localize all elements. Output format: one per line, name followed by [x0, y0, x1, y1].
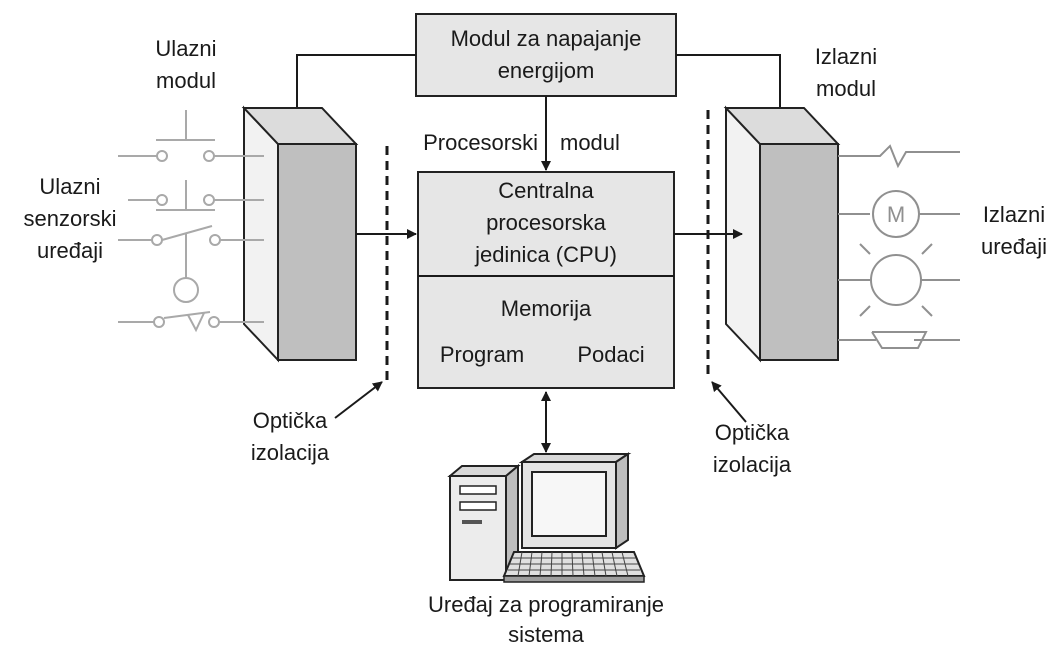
output-module-label-1: Izlazni	[815, 44, 877, 69]
motor-icon: M	[838, 190, 960, 238]
power-module-label-2: energijom	[498, 58, 595, 83]
output-devices-label-2: uređaji	[981, 234, 1047, 259]
cpu-label-3: jedinica (CPU)	[474, 242, 617, 267]
cpu-label-2: procesorska	[486, 210, 607, 235]
switch-icon	[118, 225, 264, 303]
optical-isolation-left-label-1: Optička	[253, 408, 328, 433]
input-devices-label-3: uređaji	[37, 238, 103, 263]
keyboard-icon	[502, 551, 646, 583]
cpu-memory-box: Centralna procesorska jedinica (CPU) Mem…	[417, 171, 675, 389]
motor-symbol: M	[887, 202, 905, 227]
optical-isolation-left-label-2: izolacija	[251, 440, 330, 465]
input-devices-label-1: Ulazni	[39, 174, 100, 199]
optical-isolation-right-pointer	[711, 381, 747, 423]
processor-module-label-2: modul	[560, 130, 620, 155]
output-devices: M	[838, 144, 960, 349]
power-to-output-arrow	[676, 54, 785, 131]
optical-isolation-left-pointer	[334, 381, 383, 419]
cpu-label-1: Centralna	[498, 178, 594, 203]
memory-program-label: Program	[440, 342, 524, 367]
programming-computer	[447, 452, 646, 583]
processor-module-label-1: Procesorski	[423, 130, 538, 155]
input-module-block	[241, 105, 359, 363]
limit-switch-icon	[118, 311, 264, 333]
lamp-icon	[838, 243, 960, 317]
output-module-block	[723, 105, 841, 363]
output-devices-label-1: Izlazni	[983, 202, 1045, 227]
power-to-input-arrow	[292, 54, 416, 131]
power-module: Modul za napajanje energijom	[415, 13, 677, 97]
horn-icon	[838, 331, 960, 349]
memory-data-label: Podaci	[577, 342, 644, 367]
optical-isolation-right-label-2: izolacija	[713, 452, 792, 477]
monitor-icon	[518, 452, 632, 550]
computer-tower-icon	[447, 463, 521, 582]
cpu-box	[417, 171, 675, 389]
input-devices-label-2: senzorski	[24, 206, 117, 231]
power-module-label-1: Modul za napajanje	[451, 26, 642, 51]
programming-device-label-1: Uređaj za programiranje	[428, 592, 664, 617]
power-module-box	[415, 13, 677, 97]
output-module-label-2: modul	[816, 76, 876, 101]
pushbutton-no-icon	[118, 110, 264, 162]
memory-label: Memorija	[501, 296, 592, 321]
pushbutton-nc-icon	[128, 180, 264, 211]
input-module-label-1: Ulazni	[155, 36, 216, 61]
input-sensors	[118, 110, 264, 333]
heater-icon	[838, 144, 960, 169]
optical-isolation-right-label-1: Optička	[715, 420, 790, 445]
input-module-label-2: modul	[156, 68, 216, 93]
programming-device-label-2: sistema	[508, 622, 585, 647]
